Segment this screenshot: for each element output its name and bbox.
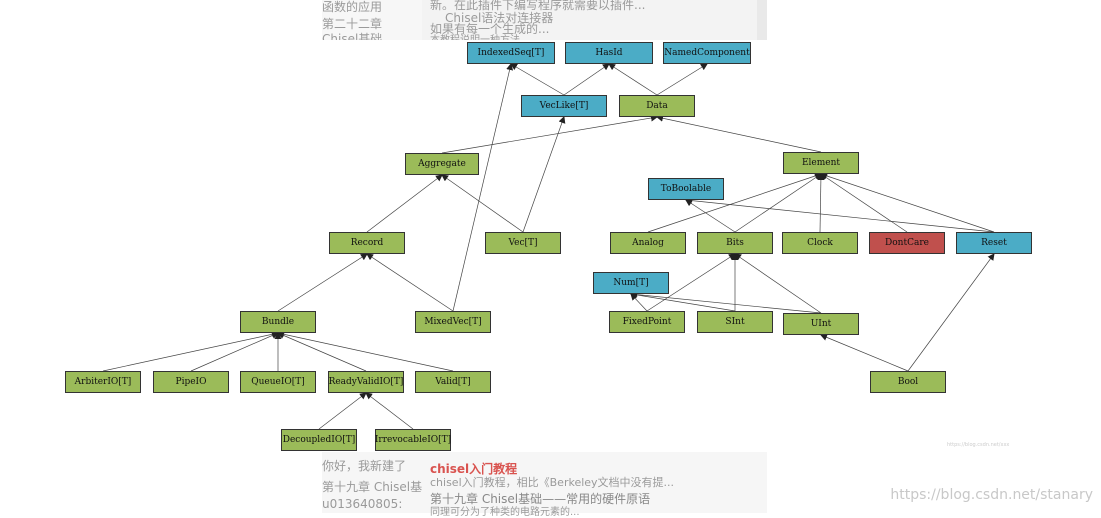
node-data: Data bbox=[619, 95, 695, 117]
node-valid: Valid[T] bbox=[415, 371, 491, 393]
node-irrevocableio: IrrevocableIO[T] bbox=[375, 429, 451, 451]
blog-footer-panel bbox=[322, 450, 767, 513]
edge-element-to-data bbox=[656, 114, 822, 153]
edge-veclike-to-hasid bbox=[563, 63, 610, 96]
node-bool: Bool bbox=[870, 371, 946, 393]
blog-article-desc-1: chisel入门教程，相比《Berkeley文档中没有提... bbox=[430, 476, 675, 489]
node-decoupledio: DecoupledIO[T] bbox=[281, 429, 357, 451]
edge-aggregate-to-data bbox=[441, 114, 658, 154]
edge-uint-to-bits bbox=[734, 253, 822, 314]
blog-left-line-1: 函数的应用 bbox=[322, 0, 383, 14]
edge-vec-to-veclike bbox=[522, 116, 566, 233]
node-fixedpoint: FixedPoint bbox=[609, 311, 685, 333]
edge-veclike-to-indexedseq bbox=[510, 63, 565, 96]
edge-uint-to-num bbox=[630, 291, 822, 314]
edge-bool-to-reset bbox=[907, 253, 995, 372]
edge-decoupledio-to-readyvalidio bbox=[318, 392, 367, 430]
edge-clock-to-element bbox=[817, 173, 825, 233]
edge-bundle-to-record bbox=[277, 253, 368, 312]
edge-record-to-aggregate bbox=[366, 174, 443, 233]
node-vec: Vec[T] bbox=[485, 232, 561, 254]
edge-reset-to-element bbox=[820, 172, 995, 233]
edge-bool-to-uint bbox=[820, 334, 909, 372]
blog-top-line-2: Chisel语法对连接器 bbox=[445, 11, 554, 25]
edge-bits-to-toboolable bbox=[685, 199, 736, 233]
diagram-small-watermark: https://blog.csdn.net/xxx bbox=[947, 442, 1010, 448]
edge-mixedvec-to-indexedseq bbox=[452, 63, 514, 312]
blog-bottom-left-line-3: u013640805: bbox=[322, 497, 403, 511]
node-pipeio: PipeIO bbox=[153, 371, 229, 393]
node-dontcare: DontCare bbox=[869, 232, 945, 254]
node-namedcomponent: NamedComponent bbox=[663, 42, 751, 64]
node-uint: UInt bbox=[783, 313, 859, 335]
node-mixedvec: MixedVec[T] bbox=[415, 311, 491, 333]
edge-arbiterio-to-bundle bbox=[102, 330, 279, 372]
node-aggregate: Aggregate bbox=[405, 153, 479, 175]
edge-readyvalidio-to-bundle bbox=[277, 332, 367, 372]
blog-scrollbar[interactable] bbox=[757, 0, 767, 40]
node-queueio: QueueIO[T] bbox=[240, 371, 316, 393]
node-readyvalidio: ReadyValidIO[T] bbox=[328, 371, 404, 393]
node-analog: Analog bbox=[610, 232, 686, 254]
edge-bits-to-element bbox=[734, 173, 822, 233]
edge-data-to-hasid bbox=[608, 63, 658, 96]
blog-bottom-left-line-2: 第十九章 Chisel基 bbox=[322, 480, 423, 494]
node-veclike: VecLike[T] bbox=[521, 95, 607, 117]
node-sint: SInt bbox=[697, 311, 773, 333]
blog-top-line-1: 新。在此插件下编写程序就需要以插件... bbox=[430, 0, 646, 12]
blog-article-link-2[interactable]: 第十九章 Chisel基础——常用的硬件原语 bbox=[430, 492, 651, 506]
blog-top-line-3: 如果有每一个生成的... bbox=[430, 22, 550, 36]
edge-sint-to-num bbox=[630, 291, 736, 312]
blog-left-line-2: 第二十二章 bbox=[322, 17, 383, 31]
diagram-edges bbox=[102, 63, 995, 430]
edge-reset-to-toboolable bbox=[685, 197, 995, 233]
edge-pipeio-to-bundle bbox=[190, 332, 279, 372]
node-indexedseq: IndexedSeq[T] bbox=[467, 42, 555, 64]
edge-irrevocableio-to-readyvalidio bbox=[365, 392, 414, 430]
edge-fixedpoint-to-bits bbox=[646, 253, 736, 312]
node-record: Record bbox=[329, 232, 405, 254]
node-bundle: Bundle bbox=[240, 311, 316, 333]
edge-vec-to-aggregate bbox=[441, 174, 524, 233]
node-arbiterio: ArbiterIO[T] bbox=[65, 371, 141, 393]
blog-article-link-1[interactable]: chisel入门教程 bbox=[430, 462, 518, 476]
edge-data-to-namedcomponent bbox=[656, 63, 708, 96]
node-toboolable: ToBoolable bbox=[648, 178, 724, 200]
node-bits: Bits bbox=[697, 232, 773, 254]
blog-article-desc-2: 同理可分为了种类的电路元素的... bbox=[430, 507, 580, 518]
node-clock: Clock bbox=[782, 232, 858, 254]
node-num: Num[T] bbox=[593, 272, 669, 294]
node-reset: Reset bbox=[956, 232, 1032, 254]
node-element: Element bbox=[783, 152, 859, 174]
node-hasid: HasId bbox=[565, 42, 653, 64]
edge-dontcare-to-element bbox=[820, 173, 908, 233]
blog-bottom-left-line-1: 你好，我新建了 bbox=[322, 459, 407, 473]
csdn-watermark: https://blog.csdn.net/stanary bbox=[890, 487, 1093, 503]
edge-analog-to-element bbox=[647, 172, 822, 233]
blog-left-strip bbox=[322, 0, 422, 40]
edge-mixedvec-to-record bbox=[366, 253, 454, 312]
edge-valid-to-bundle bbox=[277, 330, 454, 372]
